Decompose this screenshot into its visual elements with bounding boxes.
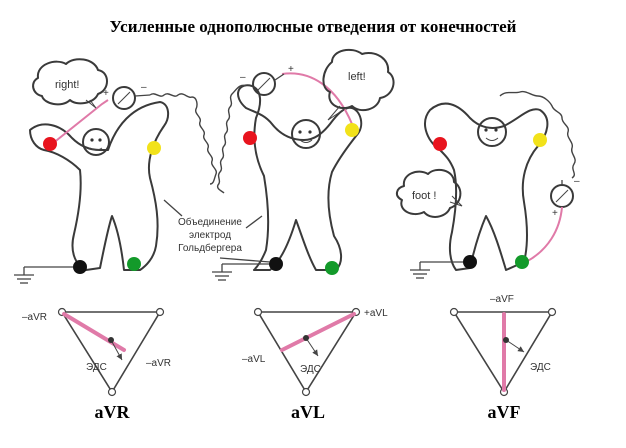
speech-bubble	[322, 48, 395, 112]
electrode-right-leg	[269, 257, 283, 271]
electrode-right-leg	[73, 260, 87, 274]
vector-label-top: +aVL	[364, 308, 388, 319]
meter-plus: +	[552, 208, 558, 219]
speech-text: right!	[55, 79, 79, 91]
electrode-left-leg	[515, 255, 529, 269]
emf-label: ЭДС	[300, 364, 321, 375]
electrode-left-arm	[345, 123, 359, 137]
panel-avf: – + foot ! –aVF ЭДС	[396, 90, 580, 422]
figure-head	[477, 117, 507, 147]
vector-label-top: –aVF	[490, 294, 514, 305]
electrode-left-leg	[325, 261, 339, 275]
speech-bubble	[396, 168, 462, 218]
speech-text: foot !	[412, 190, 436, 202]
ground-icon	[410, 261, 463, 279]
voltmeter-icon	[112, 86, 136, 110]
figure-body	[237, 84, 363, 271]
lead-wire	[525, 206, 563, 263]
emf-label: ЭДС	[530, 362, 551, 373]
panel-avl: + – left! +aVL –aVL ЭДС	[212, 48, 395, 422]
vector-label-bottom: –aVL	[242, 354, 266, 365]
goldberger-line-2: электрод	[189, 230, 231, 241]
coil-wire	[216, 84, 247, 194]
goldberger-line-1: Объединение	[178, 216, 242, 228]
meter-minus: –	[240, 72, 246, 83]
page-title: Усиленные однополюсные отведения от коне…	[110, 17, 517, 36]
panel-caption: aVL	[291, 402, 325, 422]
vector-label-top: –aVR	[22, 312, 47, 323]
electrode-right-arm	[433, 137, 447, 151]
panel-avr: + – right! –aVR –aVR ЭДС	[14, 58, 218, 422]
electrode-left-leg	[127, 257, 141, 271]
emf-label: ЭДС	[86, 362, 107, 373]
electrode-right-leg	[463, 255, 477, 269]
goldberger-label: Объединение электрод Гольдбергера	[163, 199, 271, 263]
figure-body	[424, 102, 549, 271]
einthoven-triangle	[57, 307, 165, 397]
coil-wire	[499, 90, 576, 179]
figure-head	[82, 128, 110, 156]
electrode-right-arm	[43, 137, 57, 151]
meter-plus: +	[103, 88, 109, 99]
voltmeter-icon	[252, 72, 276, 96]
figure-body	[29, 101, 170, 271]
einthoven-triangle	[253, 307, 361, 397]
panel-caption: aVR	[95, 402, 131, 422]
lead-wire	[281, 72, 353, 125]
meter-minus: –	[574, 176, 580, 187]
speech-bubble	[32, 58, 108, 106]
coil-wire	[149, 93, 218, 185]
panel-caption: aVF	[488, 402, 521, 422]
speech-text: left!	[348, 71, 366, 83]
vector-label-bottom: –aVR	[146, 358, 171, 369]
electrode-left-arm	[533, 133, 547, 147]
electrode-left-arm	[147, 141, 161, 155]
meter-minus: –	[141, 82, 147, 93]
einthoven-triangle	[449, 307, 557, 397]
ground-icon	[212, 263, 269, 281]
lead-wire	[51, 99, 109, 145]
ground-icon	[14, 266, 73, 284]
goldberger-line-3: Гольдбергера	[178, 242, 242, 254]
electrode-right-arm	[243, 131, 257, 145]
lead-vector	[280, 312, 356, 352]
meter-plus: +	[288, 64, 294, 75]
figure-head	[291, 119, 321, 149]
lead-vector	[62, 312, 126, 352]
